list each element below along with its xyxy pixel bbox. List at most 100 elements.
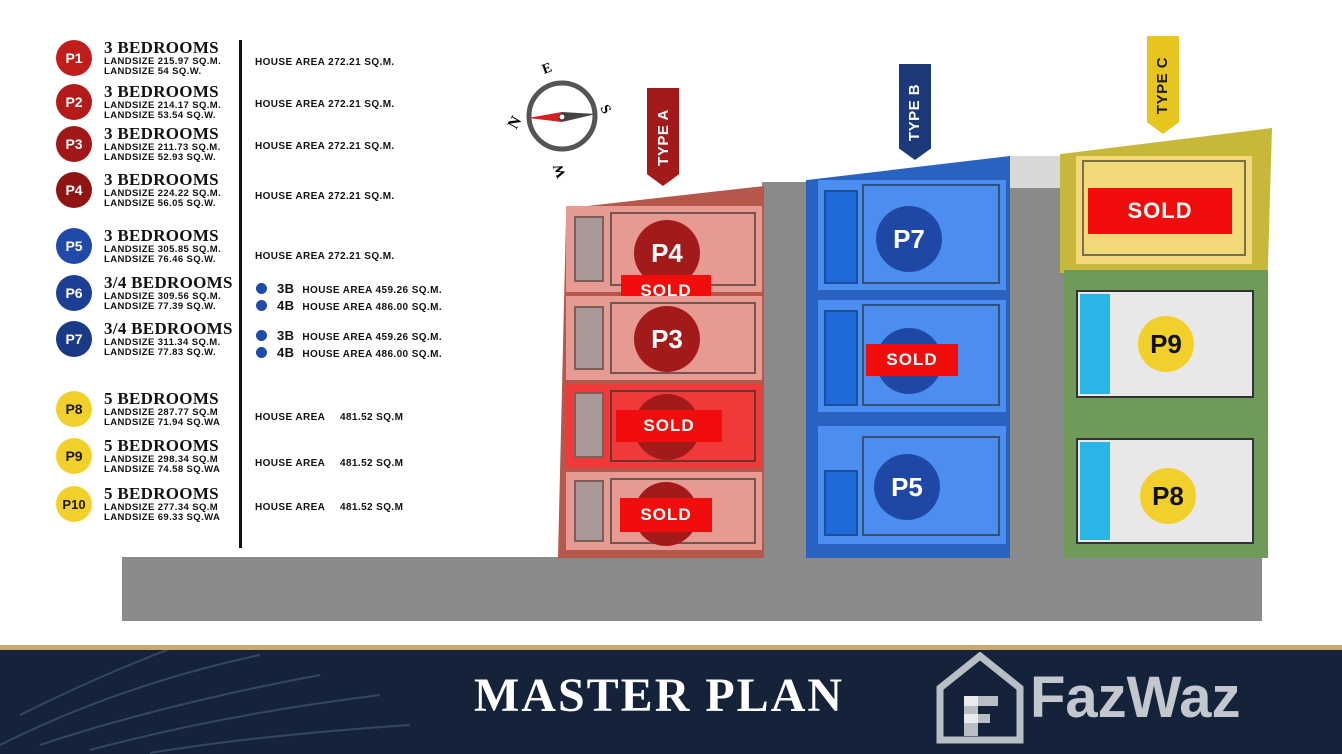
- brand-logo-text: FazWaz: [1030, 665, 1241, 730]
- legend-bedrooms: 3/4 BEDROOMS: [104, 273, 233, 292]
- plot-label-p7: P7: [876, 206, 942, 272]
- house-outline: [862, 436, 1000, 536]
- legend: P1 3 BEDROOMS LANDSIZE 215.97 SQ.M. LAND…: [0, 0, 470, 560]
- house-outline: [862, 304, 1000, 406]
- lot-p6[interactable]: SOLD: [818, 300, 1006, 412]
- inner-road-b-c: [1008, 156, 1064, 558]
- lot-p7[interactable]: P7: [818, 180, 1006, 290]
- legend-landsize-sqw: LANDSIZE 52.93 SQ.W.: [104, 152, 216, 163]
- compass-s: S: [597, 103, 614, 117]
- legend-house-area-label: HOUSE AREA: [255, 502, 326, 513]
- legend-bedrooms: 5 BEDROOMS: [104, 436, 219, 455]
- legend-bedrooms: 3 BEDROOMS: [104, 124, 219, 143]
- legend-landsize-sqw: LANDSIZE 54 SQ.W.: [104, 66, 202, 77]
- banner-type-c-label: TYPE C: [1154, 56, 1172, 114]
- lot-p1[interactable]: SOLD: [566, 472, 762, 550]
- legend-house-area: HOUSE AREA 272.21 SQ.M.: [255, 141, 395, 152]
- lot-p8[interactable]: P8: [1076, 438, 1254, 544]
- pool: [574, 306, 604, 370]
- banner-type-c: TYPE C: [1147, 36, 1179, 134]
- house-outline: [1082, 160, 1246, 256]
- main-road: [122, 557, 1262, 621]
- banner-type-b: TYPE B: [899, 64, 931, 160]
- legend-landsize-sqm: LANDSIZE 214.17 SQ.M.: [104, 100, 222, 111]
- legend-landsize-sqw: LANDSIZE 74.58 SQ.WA: [104, 464, 221, 475]
- legend-landsize-sqw: LANDSIZE 71.94 SQ.WA: [104, 417, 221, 428]
- house-outline: [610, 302, 756, 374]
- lot-p9[interactable]: P9: [1076, 290, 1254, 398]
- legend-landsize-sqw: LANDSIZE 69.33 SQ.WA: [104, 512, 221, 523]
- legend-bedrooms: 5 BEDROOMS: [104, 484, 219, 503]
- lot-p10[interactable]: SOLD: [1076, 156, 1252, 264]
- entrance-paving: [1008, 156, 1060, 188]
- plot-label-p5: P5: [874, 454, 940, 520]
- compass-w: W: [551, 161, 570, 179]
- sold-badge: SOLD: [620, 498, 712, 532]
- legend-badge: P3: [56, 126, 92, 162]
- legend-badge: P1: [56, 40, 92, 76]
- lot-p3[interactable]: P3: [566, 296, 762, 380]
- legend-house-area: HOUSE AREA 272.21 SQ.M.: [255, 191, 395, 202]
- footer-gold-line: [0, 645, 1342, 650]
- bullet-dot-icon: [256, 347, 267, 358]
- lot-p5[interactable]: P5: [818, 426, 1006, 544]
- legend-house-area-value: 481.52 SQ.M: [340, 502, 404, 513]
- pool: [574, 216, 604, 282]
- legend-landsize-sqm: LANDSIZE 298.34 SQ.M: [104, 454, 219, 465]
- sold-badge: SOLD: [616, 410, 722, 442]
- legend-bedrooms: 3 BEDROOMS: [104, 38, 219, 57]
- legend-house-area-label: HOUSE AREA: [255, 458, 326, 469]
- fazwaz-house-logo-icon: [936, 652, 1024, 744]
- pool: [1080, 442, 1110, 540]
- house-outline: [610, 478, 756, 544]
- legend-badge: P2: [56, 84, 92, 120]
- plot-label-p9: P9: [1138, 316, 1194, 372]
- legend-landsize-sqm: LANDSIZE 305.85 SQ.M.: [104, 244, 222, 255]
- legend-landsize-sqw: LANDSIZE 77.83 SQ.W.: [104, 347, 216, 358]
- lot-p2[interactable]: SOLD: [566, 384, 762, 468]
- legend-bedrooms: 3 BEDROOMS: [104, 82, 219, 101]
- lot-p4[interactable]: P4 SOLD: [566, 206, 762, 307]
- legend-landsize-sqm: LANDSIZE 287.77 SQ.M: [104, 407, 219, 418]
- legend-bedrooms: 3 BEDROOMS: [104, 226, 219, 245]
- compass-icon: N E S W: [505, 60, 614, 179]
- legend-landsize-sqm: LANDSIZE 211.73 SQ.M.: [104, 142, 221, 153]
- plot-label-p3: P3: [634, 306, 700, 372]
- legend-house-area-value: 481.52 SQ.M: [340, 458, 404, 469]
- legend-house-area: HOUSE AREA 272.21 SQ.M.: [255, 57, 395, 68]
- page-title: MASTER PLAN: [474, 669, 845, 722]
- legend-landsize-sqw: LANDSIZE 77.39 SQ.W.: [104, 301, 216, 312]
- legend-separator: [239, 40, 242, 548]
- sold-badge: SOLD: [866, 344, 958, 376]
- inner-road-a-b: [762, 182, 808, 558]
- palm-leaf-icon: [0, 644, 411, 754]
- house-outline: [610, 390, 756, 462]
- legend-badge: P10: [56, 486, 92, 522]
- compass-e: E: [540, 60, 554, 77]
- footer-banner: [0, 644, 1342, 754]
- legend-landsize-sqm: LANDSIZE 309.56 SQ.M.: [104, 291, 222, 302]
- pool: [824, 470, 858, 536]
- sold-badge: SOLD: [1088, 188, 1232, 234]
- legend-badge: P5: [56, 228, 92, 264]
- legend-badge: P8: [56, 391, 92, 427]
- legend-landsize-sqw: LANDSIZE 76.46 SQ.W.: [104, 254, 216, 265]
- legend-landsize-sqw: LANDSIZE 53.54 SQ.W.: [104, 110, 216, 121]
- legend-house-area: HOUSE AREA 272.21 SQ.M.: [255, 251, 395, 262]
- legend-landsize-sqm: LANDSIZE 311.34 SQ.M.: [104, 337, 221, 348]
- pool: [1080, 294, 1110, 394]
- pool: [574, 480, 604, 542]
- house-outline: [862, 184, 1000, 284]
- legend-house-area-label: HOUSE AREA: [255, 412, 326, 423]
- legend-badge: P7: [56, 321, 92, 357]
- pool: [824, 190, 858, 284]
- legend-bedrooms: 3 BEDROOMS: [104, 170, 219, 189]
- legend-landsize-sqm: LANDSIZE 215.97 SQ.M.: [104, 56, 222, 67]
- bullet-dot-icon: [256, 283, 267, 294]
- bullet-dot-icon: [256, 330, 267, 341]
- bullet-dot-icon: [256, 300, 267, 311]
